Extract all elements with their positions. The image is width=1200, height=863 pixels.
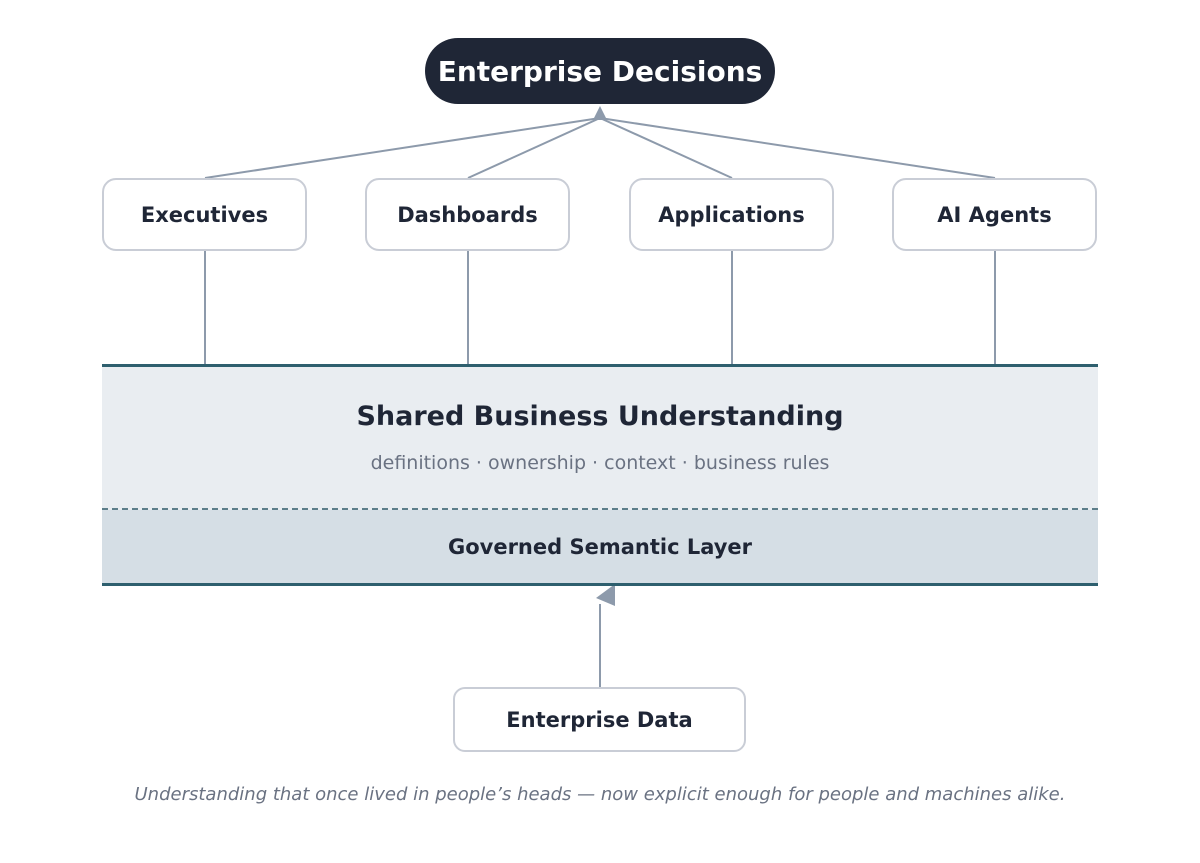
connector-dashboards-to-decisions (467, 117, 601, 179)
shared-business-understanding-subtitle: definitions · ownership · context · busi… (370, 452, 830, 474)
consumer-applications-label: Applications (658, 202, 805, 227)
connector-ai-agents-to-decisions (599, 117, 996, 179)
shared-business-understanding-title: Shared Business Understanding (356, 401, 844, 432)
enterprise-decisions-label: Enterprise Decisions (437, 54, 763, 88)
band-dashed-divider (102, 508, 1098, 510)
consumer-dashboards-box: Dashboards (365, 178, 570, 251)
consumer-ai-agents-box: AI Agents (892, 178, 1097, 251)
consumer-executives-label: Executives (140, 202, 269, 227)
consumer-executives-box: Executives (102, 178, 307, 251)
consumer-dashboards-label: Dashboards (397, 202, 538, 227)
consumer-applications-box: Applications (629, 178, 834, 251)
arrowhead-to-decisions (593, 106, 607, 120)
consumer-ai-agents-label: AI Agents (937, 202, 1052, 227)
arrowhead-to-semantic-layer (596, 584, 615, 606)
governed-semantic-layer-band: Governed Semantic Layer (102, 510, 1098, 586)
shared-business-understanding-band: Shared Business Understanding definition… (102, 364, 1098, 510)
governed-semantic-layer-label: Governed Semantic Layer (447, 534, 753, 559)
enterprise-data-label: Enterprise Data (506, 707, 693, 732)
connector-executives-to-decisions (204, 117, 601, 179)
diagram-caption: Understanding that once lived in people’… (134, 784, 1066, 805)
enterprise-data-node: Enterprise Data (453, 687, 746, 752)
connector-applications-to-decisions (599, 117, 733, 179)
enterprise-decisions-node: Enterprise Decisions (425, 38, 775, 104)
